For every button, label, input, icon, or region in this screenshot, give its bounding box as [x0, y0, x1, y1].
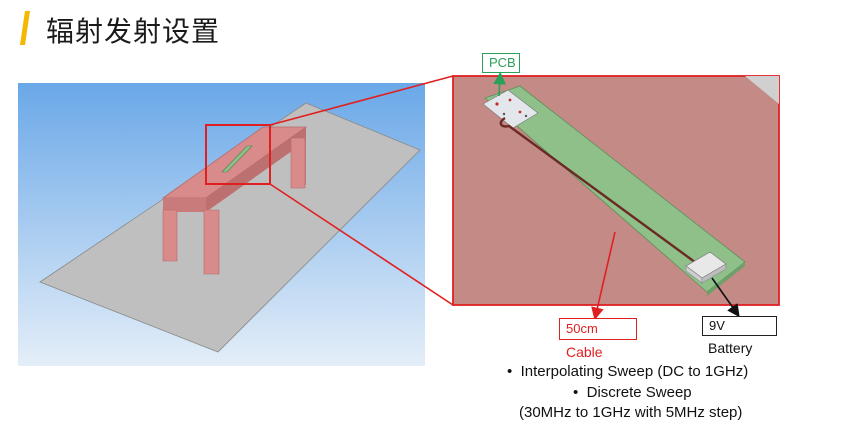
- bullet-discrete-sweep: • Discrete Sweep: [573, 384, 692, 401]
- zoom-highlight-box: [205, 124, 271, 185]
- slide-title: 辐射发射设置: [46, 15, 221, 48]
- table-leg-front-right: [203, 209, 220, 275]
- pcb-arrow: [493, 71, 507, 97]
- discrete-sweep-detail: (30MHz to 1GHz with 5MHz step): [519, 404, 743, 421]
- cable-length-label: 50cm: [559, 318, 637, 340]
- overall-3d-view: [18, 83, 425, 366]
- title-accent-bar: [20, 11, 30, 45]
- battery-caption: Battery: [708, 340, 753, 356]
- zoomed-view: [452, 75, 780, 306]
- battery-voltage-label: 9V: [702, 316, 777, 336]
- zoom-connector-top: [269, 75, 454, 126]
- table-leg-front-left: [162, 209, 178, 262]
- cable-caption: Cable: [566, 344, 603, 360]
- pcb-board-edge: [707, 262, 745, 296]
- pcb-label: PCB: [482, 53, 520, 73]
- cable-50cm: [499, 116, 704, 269]
- battery-arrow: [711, 277, 740, 318]
- zoom-connector-bottom: [269, 183, 454, 306]
- bullet-interpolating-sweep: • Interpolating Sweep (DC to 1GHz): [507, 363, 749, 380]
- cable-arrow: [591, 231, 616, 321]
- table-top-side-edge: [206, 127, 306, 212]
- pcb-strip-small: [221, 145, 253, 173]
- table-top-front-edge: [163, 198, 206, 212]
- zoomed-floor-corner: [745, 76, 779, 104]
- table-leg-back: [290, 137, 306, 189]
